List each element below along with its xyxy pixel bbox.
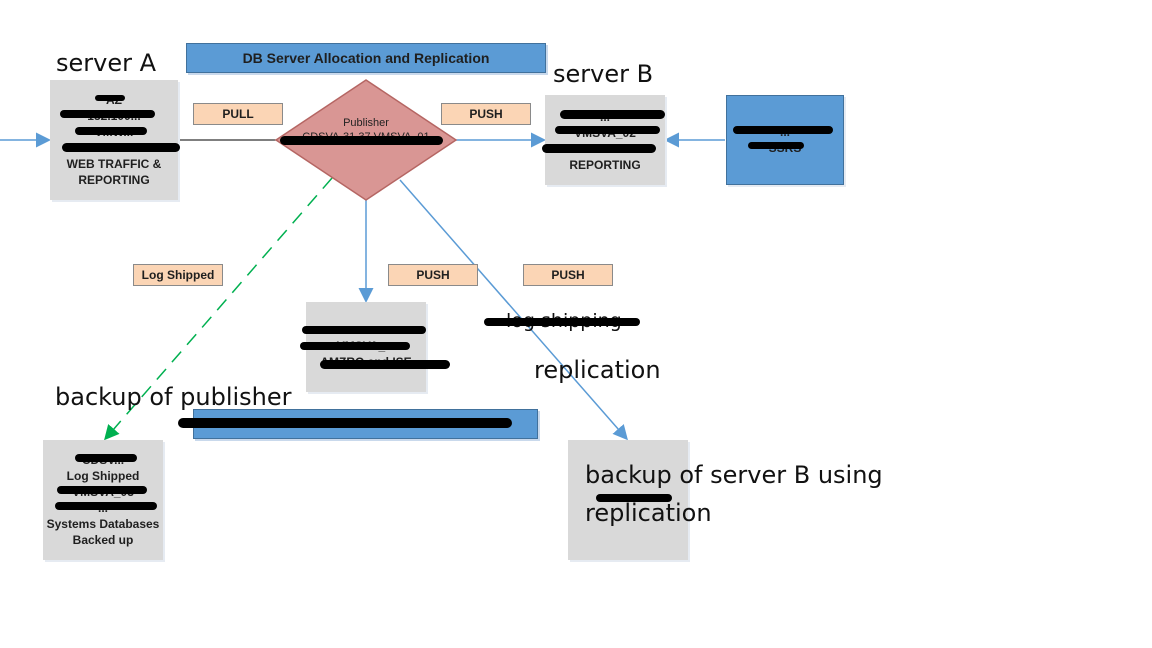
- tag-push-right: PUSH: [523, 264, 613, 286]
- redaction-mark: [300, 342, 410, 350]
- publisher-label: Publisher: [343, 117, 389, 129]
- label-replication: replication: [534, 356, 661, 384]
- redaction-mark: [733, 126, 833, 134]
- tag-push-middle: PUSH: [388, 264, 478, 286]
- redaction-mark: [57, 486, 147, 494]
- redaction-mark: [55, 502, 157, 510]
- label-server-a: server A: [56, 49, 157, 77]
- arrow-publisher-to-backup-b: [399, 179, 628, 441]
- server-b-line-4: REPORTING: [569, 158, 641, 172]
- redaction-mark: [75, 127, 147, 135]
- tag-log-shipped: Log Shipped: [133, 264, 223, 286]
- redaction-mark: [60, 110, 155, 118]
- redaction-mark: [596, 494, 672, 502]
- redaction-mark: [95, 95, 125, 101]
- redaction-mark: [75, 454, 137, 462]
- redaction-mark: [542, 144, 656, 153]
- redaction-mark: [560, 110, 665, 119]
- label-backup-publisher: backup of publisher: [55, 383, 292, 411]
- title-text: DB Server Allocation and Replication: [242, 50, 490, 66]
- redaction-mark: [302, 326, 426, 334]
- server-a-box: AZ 152.100... VMW... ... WEB TRAFFIC & R…: [50, 80, 178, 200]
- ssrs-box: ... SSRS: [726, 95, 844, 185]
- tag-push-server-b: PUSH: [441, 103, 531, 125]
- redaction-mark: [178, 418, 512, 428]
- server-a-line-6: REPORTING: [78, 173, 150, 187]
- log-box-line-5: Systems Databases: [46, 517, 160, 531]
- log-box-line-6: Backed up: [72, 533, 134, 547]
- log-box-line-2: Log Shipped: [66, 469, 140, 483]
- tag-pull: PULL: [193, 103, 283, 125]
- label-server-b: server B: [553, 60, 654, 88]
- redaction-mark: [280, 136, 443, 145]
- title-banner: DB Server Allocation and Replication: [186, 43, 546, 73]
- redaction-mark: [555, 126, 660, 134]
- server-a-line-5: WEB TRAFFIC &: [66, 157, 162, 171]
- server-b-box: ... VMSVA_02 ... REPORTING: [545, 95, 665, 185]
- redaction-mark: [748, 142, 804, 149]
- redaction-mark: [62, 143, 180, 152]
- label-backup-server-b-text: backup of server B using replication: [585, 461, 883, 527]
- redaction-mark: [484, 318, 640, 326]
- redaction-mark: [320, 360, 450, 369]
- label-backup-server-b: backup of server B using replication: [585, 456, 905, 532]
- dashed-arrow-log-shipped: [104, 177, 333, 441]
